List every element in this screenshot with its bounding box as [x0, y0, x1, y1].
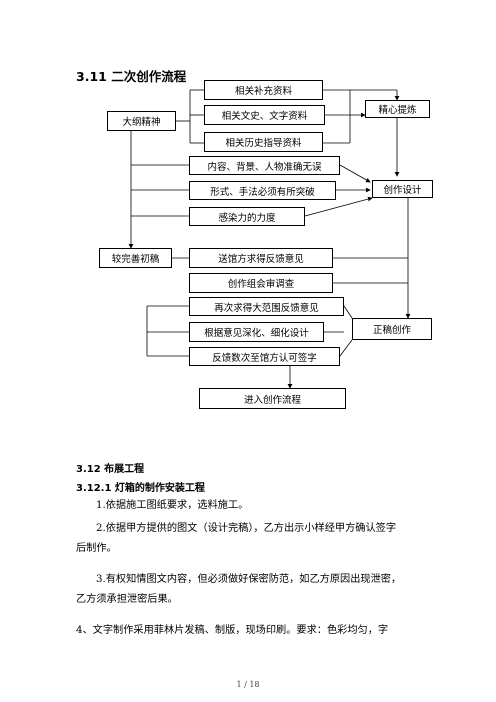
section-title: 3.11 二次创作流程: [76, 69, 187, 84]
flow-box-history: 相关历史指导资料: [204, 132, 323, 152]
paragraph-1-line: 1.依据施工图纸要求，选料施工。: [96, 500, 249, 511]
paragraph-2: 2.依据甲方提供的图文（设计完稿），乙方出示小样经甲方确认签字 后制作。: [76, 519, 426, 559]
flow-box-draft: 较完善初稿: [99, 248, 172, 268]
flow-box-form: 形式、手法必须有所突破: [189, 181, 336, 200]
flow-box-refine: 精心提炼: [365, 100, 430, 118]
heading-lightbox: 3.12.1 灯箱的制作安装工程: [76, 483, 205, 494]
flow-box-formal: 正稿创作: [352, 318, 432, 340]
flow-box-deepen: 根据意见深化、细化设计: [189, 322, 324, 342]
flow-box-outline-spirit: 大纲精神: [107, 111, 176, 131]
flow-box-again: 再次求得大范围反馈意见: [189, 297, 344, 316]
flow-box-content: 内容、背景、人物准确无误: [189, 156, 340, 175]
flow-box-sign: 反馈数次至馆方认可签字: [189, 347, 340, 366]
paragraph-4: 4、文字制作采用菲林片发稿、制版，现场印刷。要求：色彩均匀，字: [76, 621, 426, 641]
paragraph-3-line-2: 乙方须承担泄密后果。: [76, 594, 178, 605]
flow-box-send: 送馆方求得反馈意见: [189, 248, 333, 268]
flow-box-supplement: 相关补充资料: [204, 80, 323, 100]
flow-box-enter: 进入创作流程: [199, 388, 346, 409]
paragraph-4-line-1: 4、文字制作采用菲林片发稿、制版，现场印刷。要求：色彩均匀，字: [76, 625, 389, 636]
paragraph-3-line-1: 3.有权知情图文内容，但必须做好保密防范，如乙方原因出现泄密，: [96, 574, 402, 585]
page-number: 1 / 18: [236, 680, 260, 689]
paragraph-2-line-2: 后制作。: [76, 543, 117, 554]
flow-box-literature: 相关文史、文字资料: [204, 105, 325, 125]
paragraph-2-line-1: 2.依据甲方提供的图文（设计完稿），乙方出示小样经甲方确认签字: [96, 523, 397, 534]
paragraph-3: 3.有权知情图文内容，但必须做好保密防范，如乙方原因出现泄密， 乙方须承担泄密后…: [76, 570, 426, 610]
flow-box-design: 创作设计: [372, 180, 433, 198]
paragraph-1: 1.依据施工图纸要求，选料施工。: [76, 496, 426, 516]
heading-exhibit: 3.12 布展工程: [76, 464, 145, 475]
flow-box-review: 创作组会审调查: [189, 273, 333, 293]
flow-box-appeal: 感染力的力度: [189, 207, 305, 226]
